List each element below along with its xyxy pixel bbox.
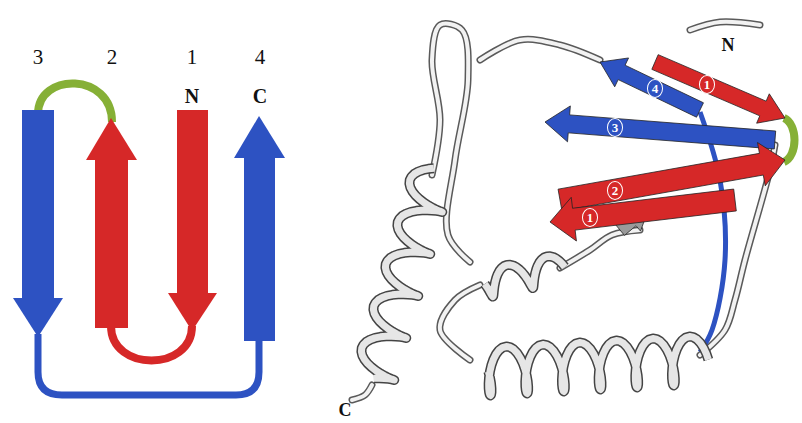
strand-number: 3 <box>33 47 44 68</box>
helix-coil <box>485 256 565 296</box>
connecting-loop <box>38 334 259 395</box>
loop-tubes <box>352 22 775 400</box>
strand-arrowhead <box>168 293 217 331</box>
loop-tube <box>432 24 470 262</box>
strand-arrow <box>244 156 275 341</box>
strand-number: 4 <box>647 79 664 98</box>
strand-number: 3 <box>607 118 624 137</box>
loop-tube <box>690 22 760 30</box>
terminus-label: N <box>185 86 199 106</box>
loop-tube <box>352 385 372 400</box>
strand-ribbon <box>600 58 703 117</box>
strand-number: 2 <box>107 47 118 68</box>
strand-arrowhead <box>13 298 63 337</box>
loop-tube <box>432 24 470 262</box>
strand-arrowhead <box>234 116 285 158</box>
strand-arrow <box>22 110 54 300</box>
loop-tube <box>440 285 480 360</box>
strand-number: 4 <box>255 47 266 68</box>
strand-number: 1 <box>582 208 599 227</box>
strand-ribbon <box>550 189 736 241</box>
helix-coil <box>485 256 565 296</box>
terminus-label: N <box>722 36 735 54</box>
helix-coil <box>361 168 442 380</box>
beta-strands <box>545 55 795 241</box>
loop-tube <box>352 385 372 400</box>
topology-diagram <box>13 83 285 395</box>
strand-arrow <box>177 110 208 296</box>
strand-arrowhead <box>86 118 137 160</box>
strand-arrow <box>95 158 128 328</box>
helix-coil <box>488 337 708 396</box>
strand-tail <box>700 112 726 352</box>
helix-coil <box>488 337 708 396</box>
terminus-label: C <box>339 401 352 419</box>
strand-number: 1 <box>187 47 198 68</box>
hairpin-loop <box>784 118 795 162</box>
hairpin-loop <box>111 326 192 361</box>
loop-tube <box>690 22 760 30</box>
terminus-label: C <box>253 86 267 106</box>
strand-ribbon <box>545 106 776 149</box>
loop-tube <box>480 39 600 60</box>
strand-number: 1 <box>699 75 716 94</box>
strand-number: 2 <box>607 181 624 200</box>
loop-tube <box>440 285 480 360</box>
loop-tube <box>480 39 600 60</box>
helix-coil <box>361 168 442 380</box>
